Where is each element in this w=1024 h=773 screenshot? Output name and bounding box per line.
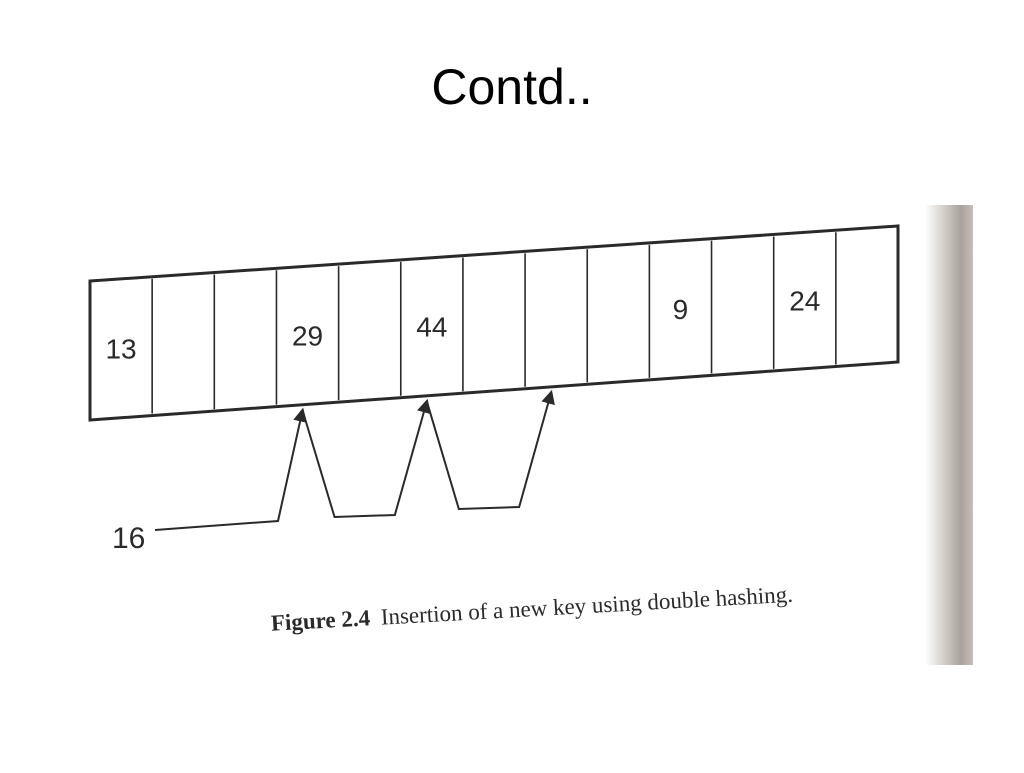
slot-value: 44 (416, 312, 447, 343)
slot-value: 9 (673, 294, 689, 325)
probe-segment (301, 398, 431, 519)
table-slot: 44 (416, 312, 447, 343)
figure-caption-label: Figure 2.4 (270, 605, 371, 636)
probe-path (154, 389, 555, 531)
table-slot: 13 (105, 333, 136, 364)
hash-table: 13 29 44 9 24 (88, 224, 900, 422)
slot-value: 13 (105, 333, 136, 364)
slot-value: 24 (789, 286, 820, 317)
table-slot: 29 (292, 320, 323, 351)
slot-value: 29 (292, 320, 323, 351)
page-binding-shadow (925, 205, 973, 665)
figure-caption-text: Insertion of a new key using double hash… (380, 582, 793, 630)
slide-title: Contd.. (431, 59, 593, 115)
new-key-label: 16 (112, 522, 145, 555)
table-frame (88, 224, 900, 422)
probe-segment (154, 407, 307, 531)
table-slot: 9 (673, 294, 689, 325)
probe-segment (425, 389, 555, 511)
table-slot: 24 (789, 286, 820, 317)
